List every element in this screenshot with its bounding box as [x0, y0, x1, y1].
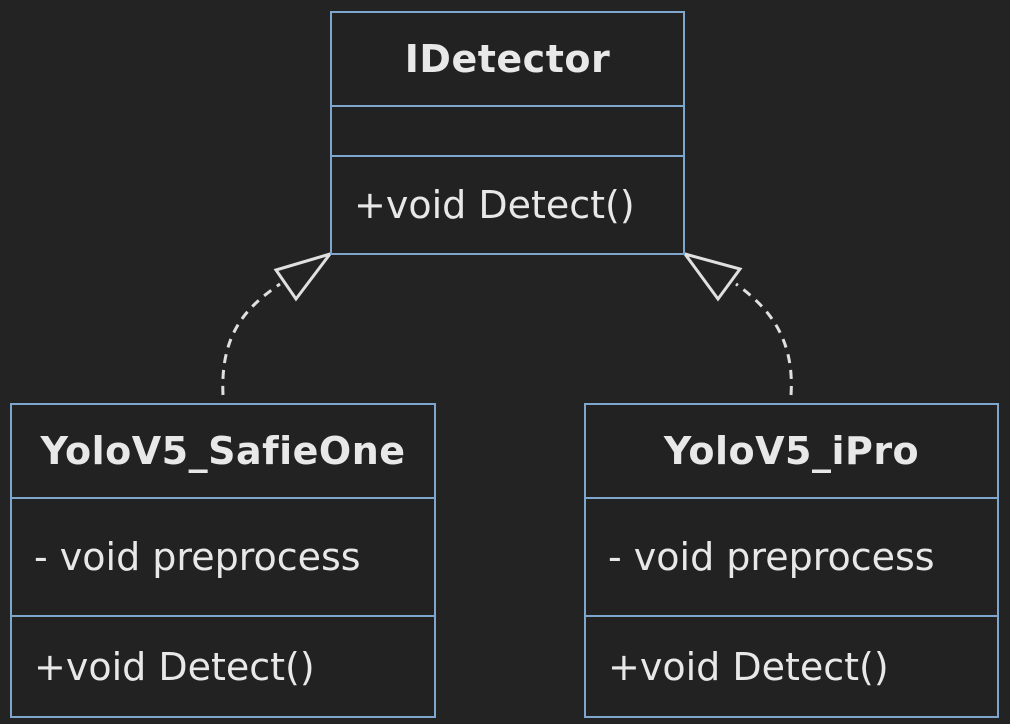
class-name: YoloV5_SafieOne [40, 429, 406, 473]
realization-arrowhead-safieone [273, 251, 334, 302]
class-name-compartment: YoloV5_SafieOne [12, 405, 434, 497]
attribute-preprocess: - void preprocess [608, 535, 935, 579]
method-detect: +void Detect() [608, 644, 889, 689]
attributes-compartment: - void preprocess [586, 497, 997, 615]
class-name: IDetector [404, 37, 611, 81]
attributes-compartment: - void preprocess [12, 497, 434, 615]
methods-compartment: +void Detect() [332, 155, 683, 253]
methods-compartment: +void Detect() [586, 615, 997, 716]
class-name-compartment: YoloV5_iPro [586, 405, 997, 497]
attributes-compartment [332, 105, 683, 155]
class-name-compartment: IDetector [332, 13, 683, 105]
class-yolov5-ipro[interactable]: YoloV5_iPro - void preprocess +void Dete… [584, 403, 999, 718]
realization-edge-safieone [221, 282, 281, 396]
realization-edge-ipro [735, 282, 793, 396]
class-name: YoloV5_iPro [663, 429, 920, 473]
methods-compartment: +void Detect() [12, 615, 434, 716]
method-detect: +void Detect() [354, 183, 635, 227]
class-yolov5-safieone[interactable]: YoloV5_SafieOne - void preprocess +void … [10, 403, 436, 718]
class-idetector[interactable]: IDetector +void Detect() [330, 11, 685, 255]
method-detect: +void Detect() [34, 644, 315, 689]
realization-arrowhead-ipro [681, 251, 743, 302]
attribute-preprocess: - void preprocess [34, 535, 361, 579]
